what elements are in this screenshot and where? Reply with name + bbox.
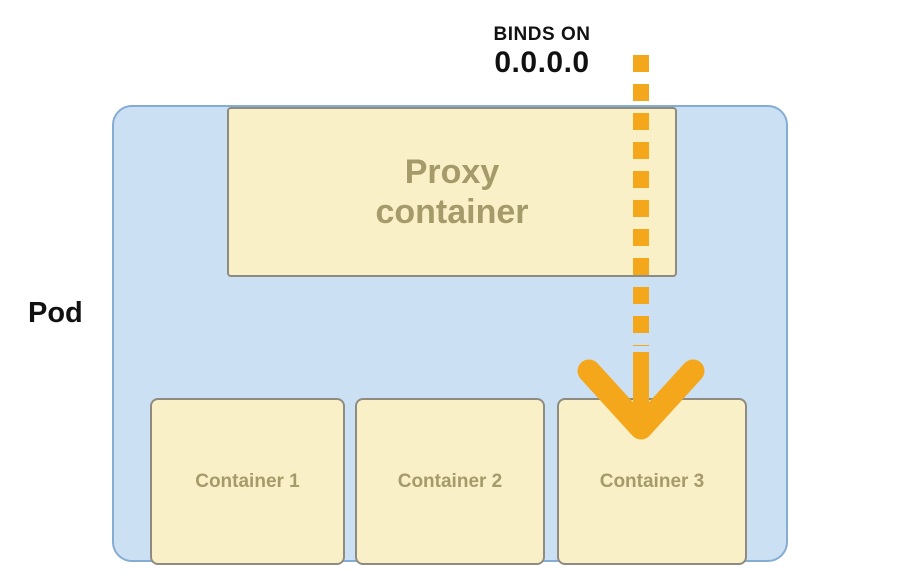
proxy-container-box: Proxy container bbox=[227, 107, 677, 277]
container-1-label: Container 1 bbox=[195, 470, 300, 492]
binds-on-text: BINDS ON bbox=[493, 24, 591, 45]
container-3-label: Container 3 bbox=[599, 470, 705, 492]
pod-label: Pod bbox=[28, 297, 83, 329]
container-2-label: Container 2 bbox=[397, 470, 503, 492]
container-3-box: Container 3 bbox=[557, 398, 747, 565]
proxy-container-label: Proxy container bbox=[375, 152, 529, 231]
binds-on-annotation: BINDS ON 0.0.0.0 bbox=[468, 24, 616, 80]
container-2-box: Container 2 bbox=[355, 398, 545, 565]
container-1-box: Container 1 bbox=[150, 398, 345, 565]
binds-address-text: 0.0.0.0 bbox=[494, 46, 590, 79]
